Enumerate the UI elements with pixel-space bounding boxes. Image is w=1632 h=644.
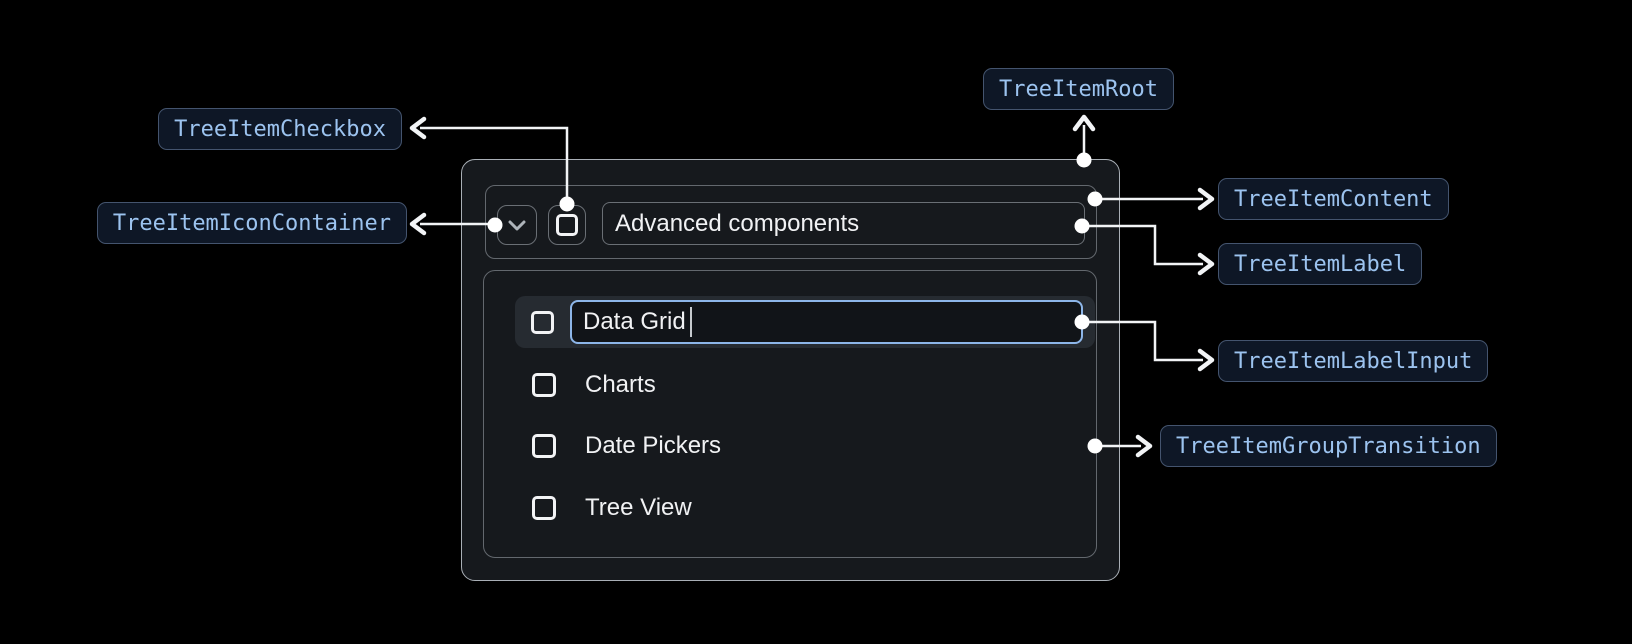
annotation-tree-item-content: TreeItemContent (1218, 178, 1449, 220)
tree-item-row-label: Tree View (585, 494, 692, 521)
tree-item-row-label: Charts (585, 371, 656, 398)
checkbox-unchecked-icon[interactable] (532, 373, 556, 397)
annotation-tree-item-label: TreeItemLabel (1218, 243, 1423, 285)
tree-item-row-tree-view[interactable]: Tree View (515, 482, 1095, 534)
parent-label-text: Advanced components (615, 209, 860, 237)
annotation-tree-item-checkbox: TreeItemCheckbox (158, 108, 402, 150)
text-cursor (689, 307, 692, 337)
tree-item-group-transition-box (483, 270, 1097, 558)
chevron-down-icon (508, 220, 526, 231)
tree-item-label-input[interactable]: Data Grid (570, 300, 1083, 344)
tree-item-content-box[interactable] (485, 185, 1097, 259)
annotation-tree-item-icon-container: TreeItemIconContainer (96, 202, 407, 244)
label-input-value: Data Grid (583, 308, 686, 335)
tree-item-icon-container[interactable] (497, 205, 537, 245)
annotation-tree-item-label-input: TreeItemLabelInput (1218, 340, 1489, 382)
tree-item-label[interactable]: Advanced components (602, 202, 1085, 245)
tree-item-row-date-pickers[interactable]: Date Pickers (515, 420, 1095, 472)
tree-item-row-label: Date Pickers (585, 432, 722, 459)
tree-item-row-charts[interactable]: Charts (515, 359, 1095, 411)
annotation-tree-item-root: TreeItemRoot (983, 68, 1174, 110)
annotation-tree-item-group-transition: TreeItemGroupTransition (1160, 425, 1497, 467)
checkbox-unchecked-icon[interactable] (532, 434, 556, 458)
tree-item-row-editing[interactable]: Data Grid (515, 296, 1095, 348)
tree-item-root-box (461, 159, 1120, 581)
checkbox-unchecked-icon (556, 214, 578, 236)
checkbox-unchecked-icon[interactable] (531, 310, 554, 334)
checkbox-unchecked-icon[interactable] (532, 496, 556, 520)
tree-item-checkbox[interactable] (548, 205, 586, 245)
